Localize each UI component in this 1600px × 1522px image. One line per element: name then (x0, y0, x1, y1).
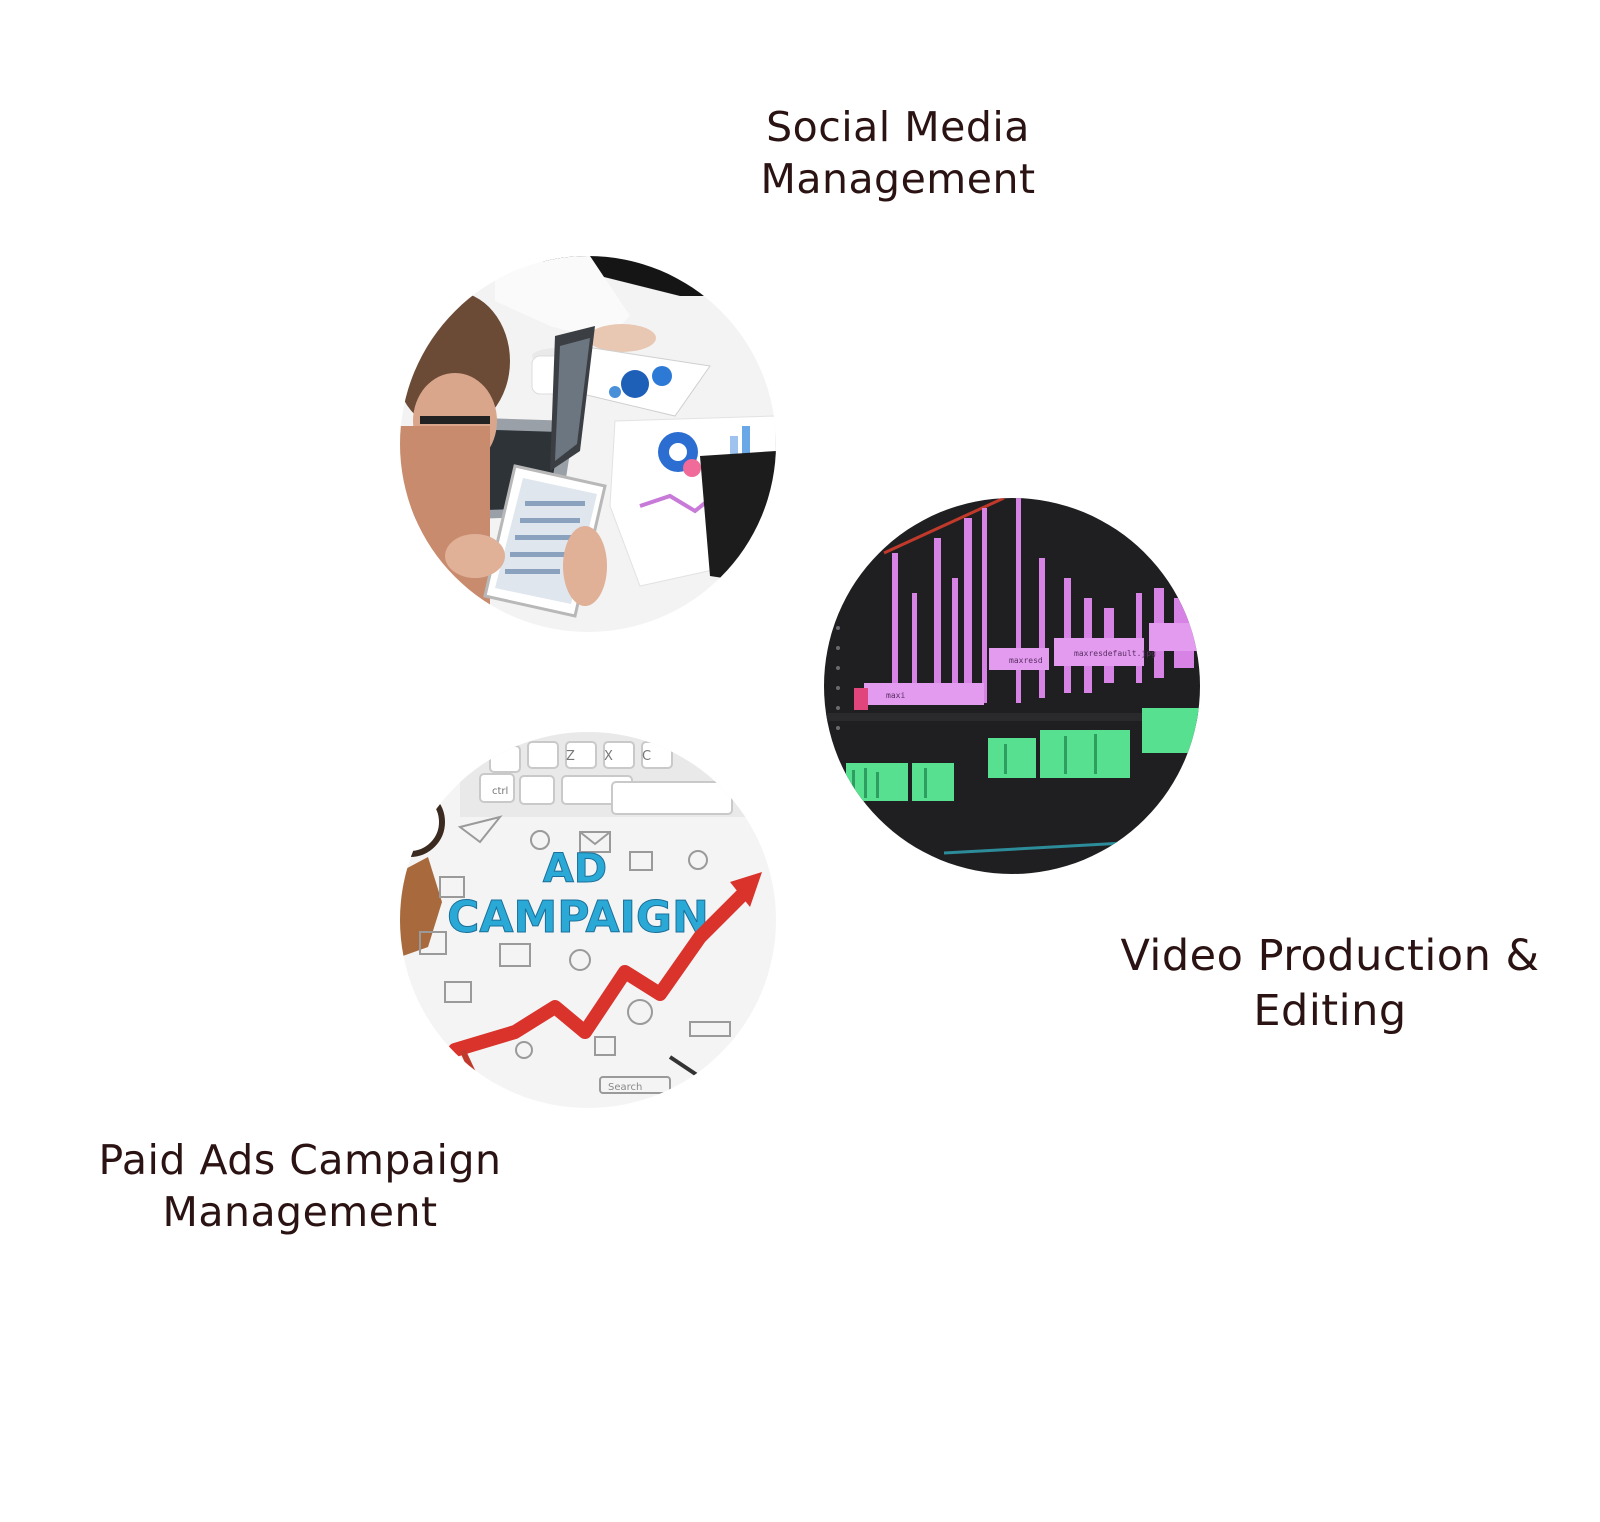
keyboard-key-label: ctrl (492, 786, 508, 797)
clip-label: maxi (886, 691, 905, 700)
service-title-line: Social Media (766, 103, 1030, 151)
campaign-text: CAMPAIGN (447, 892, 709, 943)
ad-campaign-sketch-photo-icon: Z X C ctrl AD (400, 732, 776, 1108)
service-title-paid-ads-campaign-management: Paid Ads Campaign Management (55, 1134, 545, 1238)
service-title-line: Paid Ads Campaign (98, 1136, 502, 1184)
service-title-line: Management (760, 155, 1036, 203)
ad-text: AD (543, 846, 607, 892)
search-sketch-label: Search (608, 1082, 642, 1093)
clip-label: maxresdefault.jpg (1074, 649, 1156, 658)
service-title-social-media-management: Social Media Management (718, 101, 1078, 205)
paid-ads-campaign-image: Z X C ctrl AD (400, 732, 776, 1108)
keyboard-key-label: C (642, 749, 651, 764)
service-title-line: Editing (1253, 986, 1407, 1036)
social-media-management-image (400, 256, 776, 632)
keyboard-key-label: X (604, 749, 613, 764)
clip-label: maxresd (1009, 656, 1043, 665)
keyboard-key-label: Z (566, 749, 575, 764)
service-title-line: Video Production & (1120, 931, 1540, 981)
service-title-line: Management (162, 1188, 438, 1236)
video-production-image: maxi maxresd maxresdefault.jpg (824, 498, 1200, 874)
office-analytics-photo-icon (400, 256, 776, 632)
video-editing-timeline-photo-icon: maxi maxresd maxresdefault.jpg (824, 498, 1200, 874)
service-title-video-production-editing: Video Production & Editing (1080, 929, 1580, 1039)
